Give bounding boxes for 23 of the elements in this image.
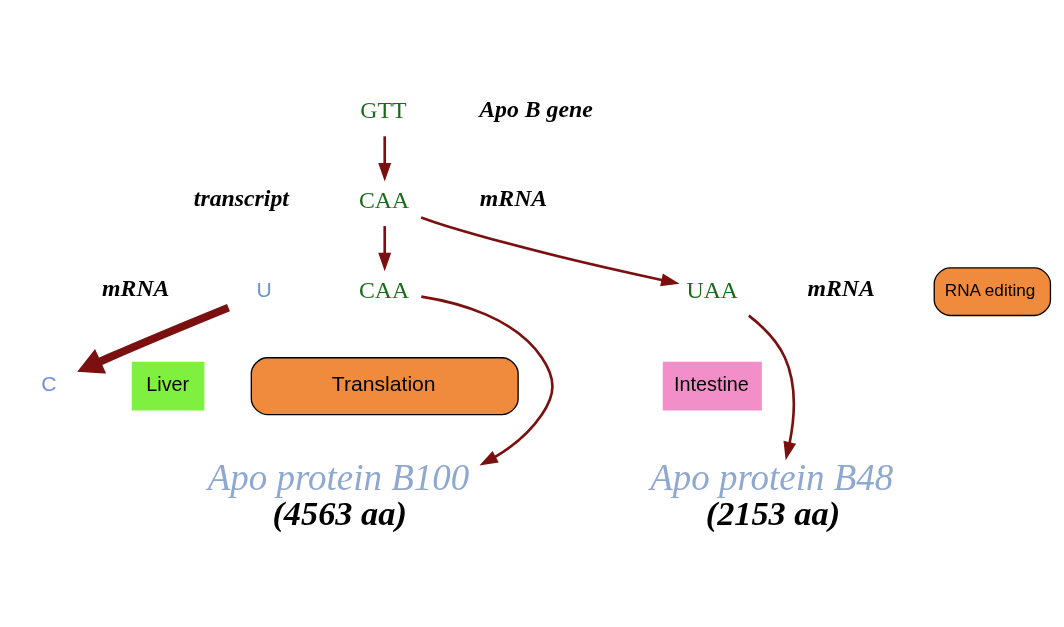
node-text: C (41, 372, 57, 396)
arrow (77, 303, 230, 374)
node-text: CAA (358, 186, 410, 213)
arrow (378, 226, 392, 272)
node-text: CAA (358, 276, 410, 303)
label: mRNA (102, 275, 170, 302)
arrow (378, 136, 392, 182)
node-text: Apo protein B48 (2153 aa) (650, 457, 894, 533)
arrow (421, 295, 554, 466)
node-box: Liver (131, 361, 205, 411)
node-box: Translation (250, 357, 519, 416)
arrow (748, 314, 797, 461)
node-text: GTT (360, 96, 407, 123)
label: transcript (193, 185, 289, 212)
label: mRNA (479, 185, 548, 212)
node-text: UAA (686, 276, 739, 303)
node-text: U (256, 277, 272, 301)
label: mRNA (807, 275, 875, 302)
node-text: Apo protein B100 (4563 aa) (207, 457, 470, 533)
label: Apo B gene (479, 95, 593, 122)
node-box: RNA editing (933, 267, 1052, 317)
node-box: Intestine (662, 361, 762, 411)
arrow (420, 216, 680, 287)
